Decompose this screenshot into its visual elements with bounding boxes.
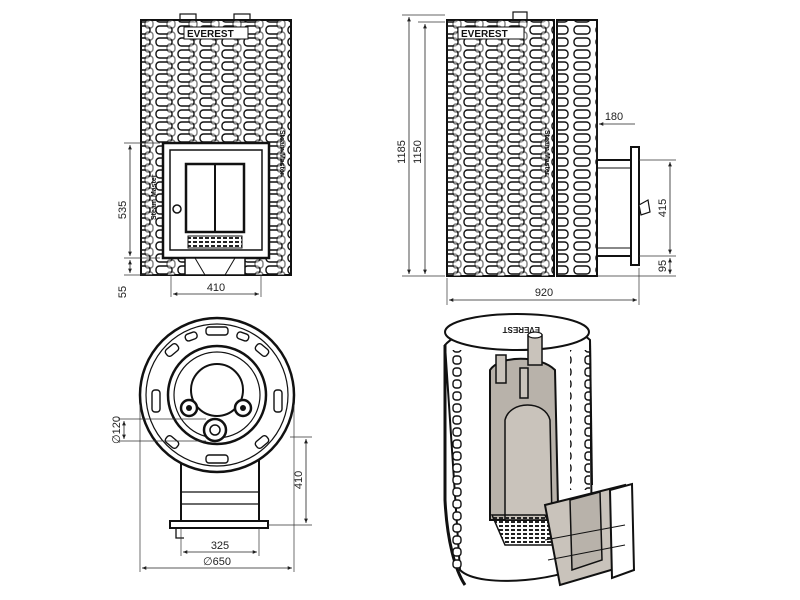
side-model-text: Steam Master bbox=[543, 130, 550, 176]
front-door-handle bbox=[172, 204, 182, 214]
cutaway-brand-label: EVEREST bbox=[503, 325, 540, 334]
dim-side-1185: 1185 bbox=[396, 140, 408, 164]
front-model-text-right: Steam Master bbox=[278, 130, 285, 176]
front-model-text-left: Steam Master bbox=[151, 174, 158, 220]
cutaway-view: EVEREST bbox=[443, 313, 636, 587]
dim-side-415: 415 bbox=[657, 199, 669, 217]
side-tunnel-handle bbox=[638, 199, 651, 216]
dim-front-410: 410 bbox=[207, 282, 225, 294]
side-tunnel-door bbox=[630, 146, 640, 266]
top-view: ∅120 410 325 ∅650 bbox=[111, 316, 312, 572]
top-chamber bbox=[190, 363, 244, 417]
dim-top-325: 325 bbox=[211, 540, 229, 552]
side-mesh-rear bbox=[556, 19, 598, 277]
dim-top-d120: ∅120 bbox=[111, 416, 123, 444]
top-tunnel-door bbox=[169, 520, 269, 529]
dim-side-180: 180 bbox=[605, 111, 623, 123]
dim-side-1150: 1150 bbox=[412, 140, 424, 164]
front-view: EVEREST Steam Master Steam Master 535 55… bbox=[117, 13, 292, 298]
dim-top-410: 410 bbox=[293, 471, 305, 489]
front-brand-label: EVEREST bbox=[187, 29, 234, 40]
side-tunnel bbox=[596, 159, 632, 257]
front-base bbox=[184, 257, 246, 276]
side-brand-label: EVEREST bbox=[461, 29, 508, 40]
dim-side-920: 920 bbox=[535, 287, 553, 299]
dim-front-55: 55 bbox=[117, 286, 129, 298]
front-door-vent bbox=[187, 235, 243, 249]
side-view: EVEREST Steam Master 1185 1150 180 415 9… bbox=[396, 11, 676, 305]
dim-side-95: 95 bbox=[657, 260, 669, 272]
dim-top-d650: ∅650 bbox=[203, 556, 231, 568]
dim-front-535: 535 bbox=[117, 201, 129, 219]
